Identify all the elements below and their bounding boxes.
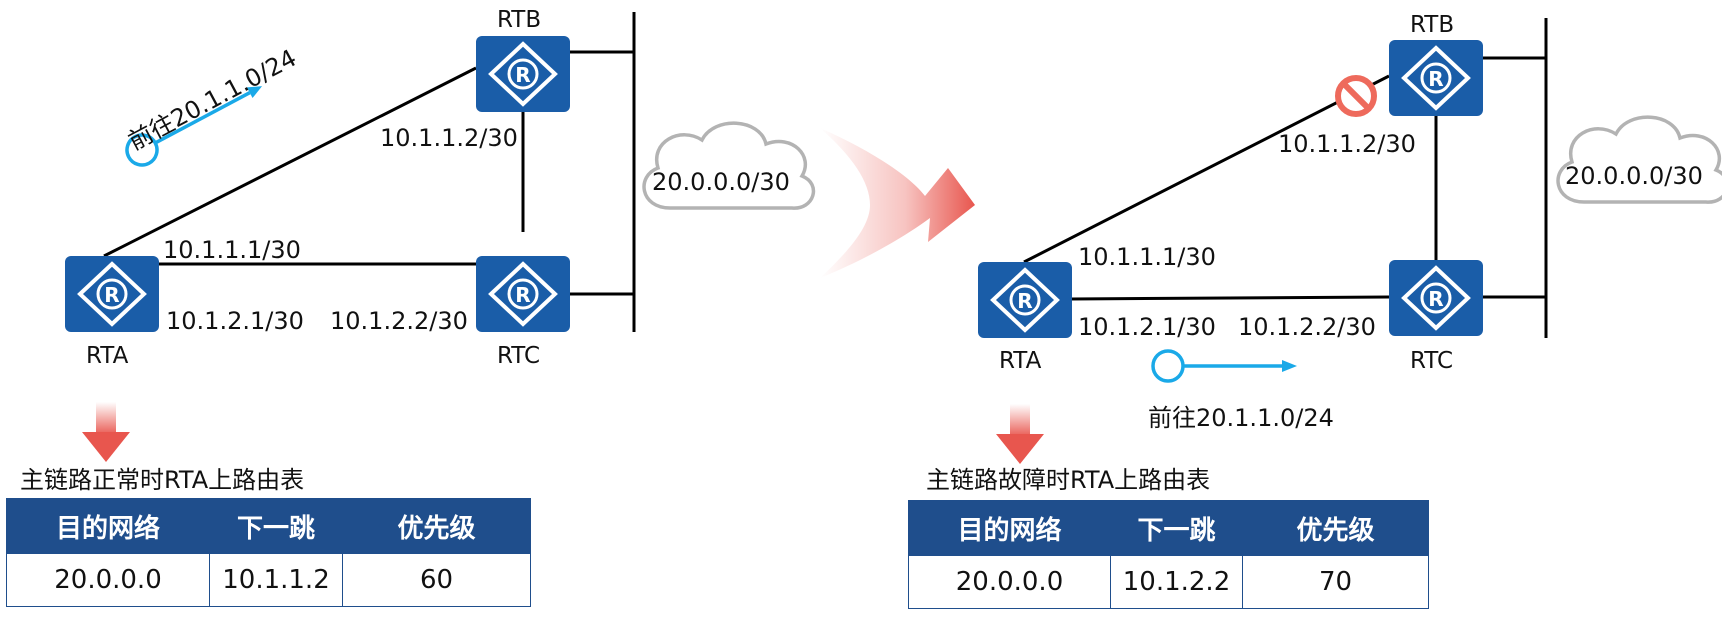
router-icon [63,254,161,334]
ip-label-rta-2: 10.1.2.1/30 [166,307,304,335]
router-icon [1387,38,1485,118]
table-cell: 60 [342,553,531,607]
routing-table: 目的网络 下一跳 优先级 20.0.0.0 10.1.2.2 70 [908,500,1429,609]
router-label-rtc: RTC [1410,348,1454,374]
table-header-cell: 目的网络 [908,500,1111,556]
table-cell: 20.0.0.0 [908,555,1111,609]
ip-label-rta-2: 10.1.2.1/30 [1078,313,1216,341]
router-icon [474,254,572,334]
table-row: 20.0.0.0 10.1.2.2 70 [908,555,1429,609]
ip-label-rta-1: 10.1.1.1/30 [1078,243,1216,271]
table-cell: 20.0.0.0 [6,553,210,607]
ip-label-rtc: 10.1.2.2/30 [1238,313,1376,341]
table-header-row: 目的网络 下一跳 优先级 [6,498,531,554]
cloud-label: 20.0.0.0/30 [652,168,790,196]
right-topology [976,18,1722,464]
table-header-cell: 目的网络 [6,498,210,554]
flow-label: 前往20.1.1.0/24 [1148,404,1334,432]
table-header-cell: 优先级 [342,498,531,554]
link-rta-rtb [103,66,477,258]
router-icon [1387,258,1485,338]
ip-label-rtb: 10.1.1.2/30 [1278,130,1416,158]
left-topology [63,12,816,462]
down-arrow-icon [996,404,1044,464]
ip-label-rtb: 10.1.1.2/30 [380,124,518,152]
flow-arrow-icon [125,86,263,167]
routing-table: 目的网络 下一跳 优先级 20.0.0.0 10.1.1.2 60 [6,498,531,607]
table-cell: 70 [1242,555,1429,609]
table-caption: 主链路正常时RTA上路由表 [20,466,305,494]
router-icon [976,260,1074,340]
table-caption: 主链路故障时RTA上路由表 [926,466,1211,494]
router-icon [474,34,572,114]
link-rta-rtc [1070,295,1390,301]
table-row: 20.0.0.0 10.1.1.2 60 [6,553,531,607]
table-header-cell: 优先级 [1242,500,1429,556]
transition-arrow-icon [820,128,975,278]
table-header-cell: 下一跳 [209,498,343,554]
router-label-rtb: RTB [1410,12,1455,38]
table-header-row: 目的网络 下一跳 优先级 [908,500,1429,556]
router-label-rta: RTA [999,348,1042,374]
table-cell: 10.1.1.2 [209,553,343,607]
flow-arrow-icon [1151,349,1297,383]
router-label-rtc: RTC [497,343,541,369]
table-cell: 10.1.2.2 [1110,555,1243,609]
router-label-rta: RTA [86,343,129,369]
router-label-rtb: RTB [497,7,542,33]
cloud-label: 20.0.0.0/30 [1565,162,1703,190]
down-arrow-icon [82,402,130,462]
link-rta-rtb [1023,74,1390,264]
fault-icon [1335,75,1377,117]
table-header-cell: 下一跳 [1110,500,1243,556]
ip-label-rta-1: 10.1.1.1/30 [163,236,301,264]
ip-label-rtc: 10.1.2.2/30 [330,307,468,335]
